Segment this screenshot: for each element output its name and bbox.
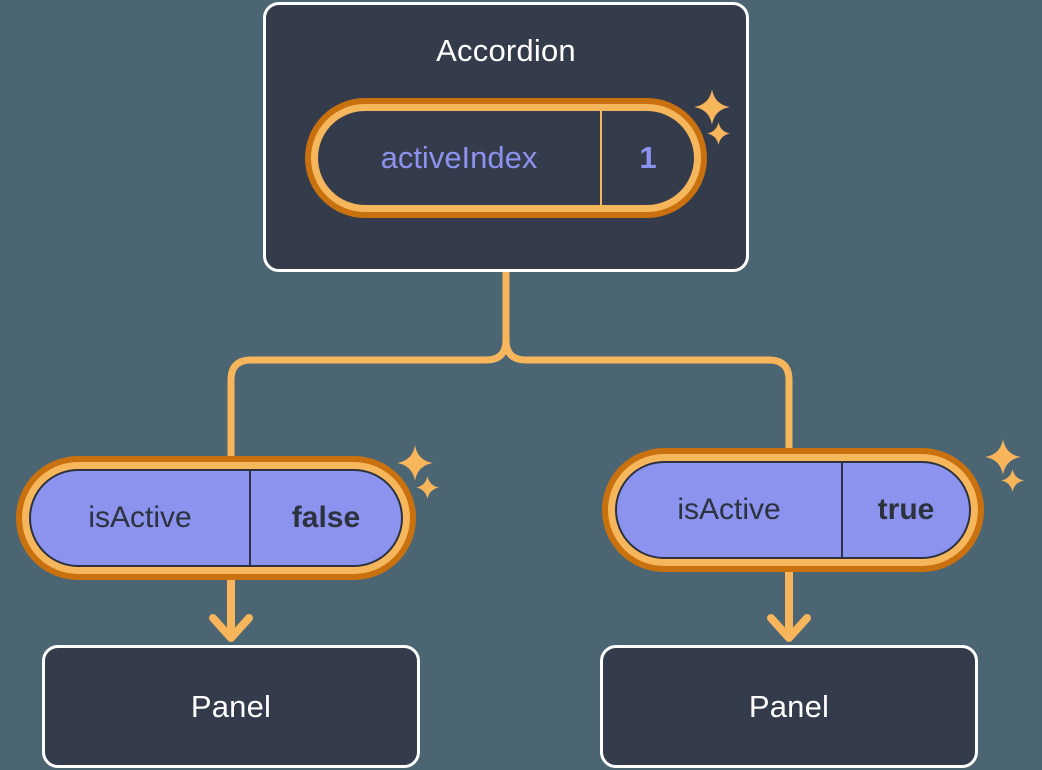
- panel-card-right[interactable]: Panel: [600, 645, 978, 768]
- sparkle-small-left: [415, 475, 440, 500]
- arrowhead-left-panel: [209, 614, 253, 642]
- prop-pill-right-value: true: [841, 463, 969, 557]
- sparkle-small-right: [1000, 468, 1025, 493]
- panel-right-title: Panel: [748, 689, 830, 724]
- arrowhead-right-panel: [767, 614, 811, 642]
- panel-left-title: Panel: [190, 689, 272, 724]
- accordion-title: Accordion: [436, 33, 576, 68]
- panel-card-left[interactable]: Panel: [42, 645, 420, 768]
- prop-pill-isactive-true[interactable]: isActive true: [602, 448, 984, 572]
- prop-pill-right-key: isActive: [677, 493, 781, 526]
- state-pill-value: 1: [600, 111, 694, 205]
- state-pill-body: activeIndex 1: [318, 111, 694, 205]
- prop-pill-left-highlight-ring: isActive false: [22, 462, 410, 574]
- sparkle-large-left: [396, 444, 434, 482]
- connector-accordion-to-right: [502, 268, 793, 466]
- state-pill-key: activeIndex: [380, 140, 538, 175]
- sparkle-large-right: [984, 438, 1022, 476]
- prop-pill-left-key: isActive: [88, 501, 192, 534]
- prop-pill-left-body: isActive false: [29, 469, 403, 567]
- prop-pill-right-highlight-ring: isActive true: [608, 454, 978, 566]
- state-pill-highlight-ring: activeIndex 1: [311, 104, 701, 212]
- prop-pill-isactive-false[interactable]: isActive false: [16, 456, 416, 580]
- state-pill-activeindex[interactable]: activeIndex 1: [305, 98, 707, 218]
- connector-accordion-to-left: [227, 268, 510, 464]
- prop-pill-left-value: false: [249, 471, 401, 565]
- prop-pill-right-body: isActive true: [615, 461, 971, 559]
